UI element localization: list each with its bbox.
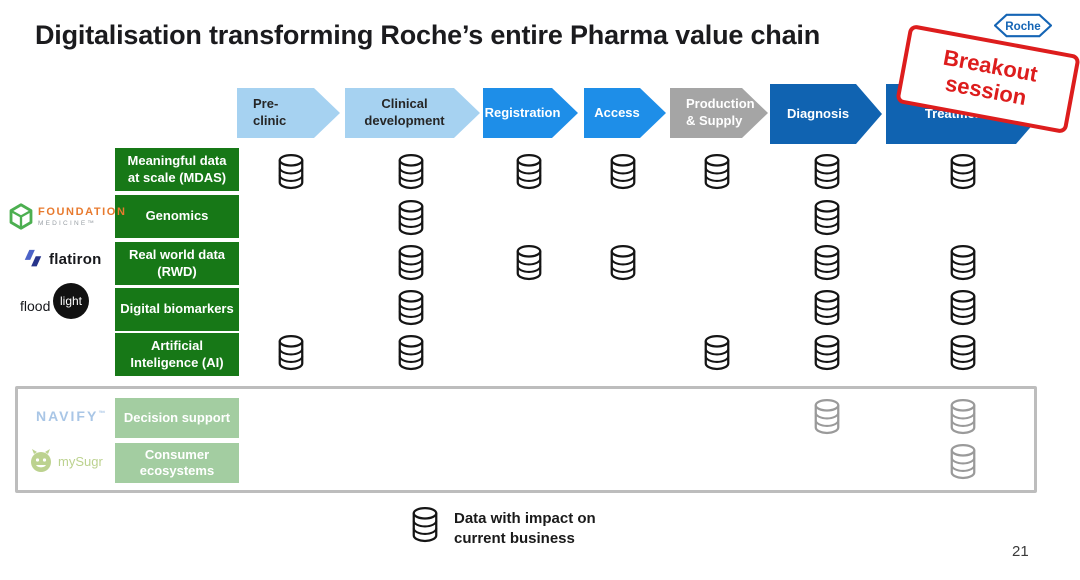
database-icon [948,289,978,327]
row-label-real-world-data-rwd: Real world data (RWD) [115,242,239,285]
roche-hexagon [994,13,1052,38]
row-label-meaningful-data-at-scale-mdas: Meaningful data at scale (MDAS) [115,148,239,191]
stage-label: Access [594,104,640,120]
row-label-decision-support: Decision support [115,398,239,438]
floodlight-circle-icon: light [53,283,89,319]
stage-label: Pre-clinic [253,96,287,128]
roche-logo-text: Roche [1005,20,1041,33]
database-icon [812,153,842,191]
database-icon [276,334,306,372]
database-icon [702,153,732,191]
database-icon [608,153,638,191]
database-icon [396,289,426,327]
row-label-artificial-inteligence-ai: Artificial Inteligence (AI) [115,333,239,376]
value-chain-stage-pre-clinic: Pre-clinic [237,88,340,138]
database-legend-icon [410,506,440,549]
row-label-genomics: Genomics [115,195,239,238]
value-chain-stage-registration: Registration [483,88,578,138]
roche-logo-icon: Roche [994,13,1052,38]
page-number: 21 [1012,543,1029,560]
database-icon [812,334,842,372]
database-icon [948,398,978,436]
value-chain-stage-access: Access [584,88,666,138]
database-icon [812,398,842,436]
database-icon [276,153,306,191]
foundation-medicine-cube-icon [9,203,33,230]
database-icon [514,244,544,282]
database-icon [608,244,638,282]
flatiron-icon [24,249,42,267]
navify-name: NAVIFY [36,408,99,424]
mysugr-monster-icon [31,449,51,472]
stage-label: Registration [484,104,561,120]
foundation-medicine-sub: MEDICINE™ [38,220,97,227]
row-label-digital-biomarkers: Digital biomarkers [115,288,239,331]
stage-label: Diagnosis [786,105,850,121]
database-icon [812,289,842,327]
database-icon [702,334,732,372]
foundation-medicine-name: FOUNDATION [38,206,127,218]
database-icon [396,244,426,282]
navify-logo: NAVIFY™ [36,408,105,424]
database-icon [948,443,978,481]
database-icon [948,334,978,372]
mysugr-name: mySugr [58,453,103,469]
flatiron-name: flatiron [49,250,102,268]
stage-label: Production& Supply [686,96,755,128]
foundation-medicine-logo: FOUNDATION MEDICINE™ [8,203,127,230]
database-icon [514,153,544,191]
page-title: Digitalisation transforming Roche’s enti… [35,20,820,50]
database-icon [948,244,978,282]
database-icon [812,244,842,282]
database-icon [396,153,426,191]
navify-trademark: ™ [98,410,106,418]
database-icon [812,199,842,237]
database-icon [396,334,426,372]
database-icon [948,153,978,191]
flatiron-logo: flatiron [22,248,101,270]
legend-line2: current business [454,529,575,547]
legend: Data with impact on current business [410,506,596,549]
legend-line1: Data with impact on [454,510,596,527]
floodlight-text: flood [20,298,51,314]
mysugr-logo: mySugr [28,448,103,474]
value-chain-stage-diagnosis: Diagnosis [770,84,882,144]
database-icon [396,199,426,237]
row-label-consumer-ecosystems: Consumer ecosystems [115,443,239,483]
value-chain-stage-production-supply: Production& Supply [670,88,768,138]
